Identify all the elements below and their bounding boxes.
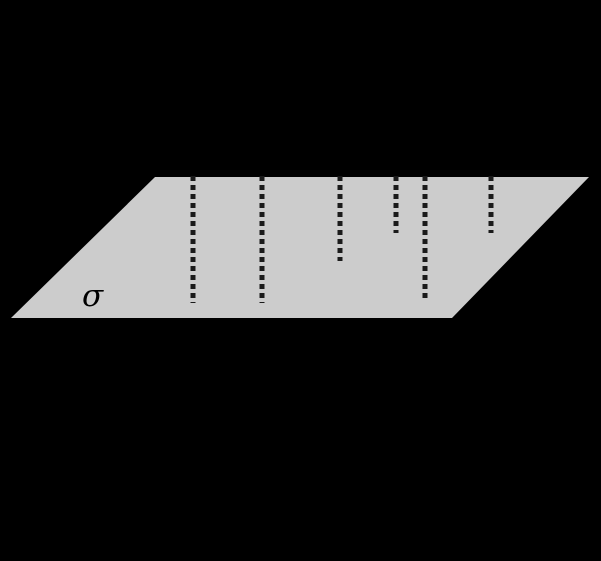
plane-sigma-shape bbox=[11, 177, 589, 318]
plane-label-sigma: σ bbox=[82, 278, 104, 314]
dotted-lines-group bbox=[190, 176, 494, 303]
